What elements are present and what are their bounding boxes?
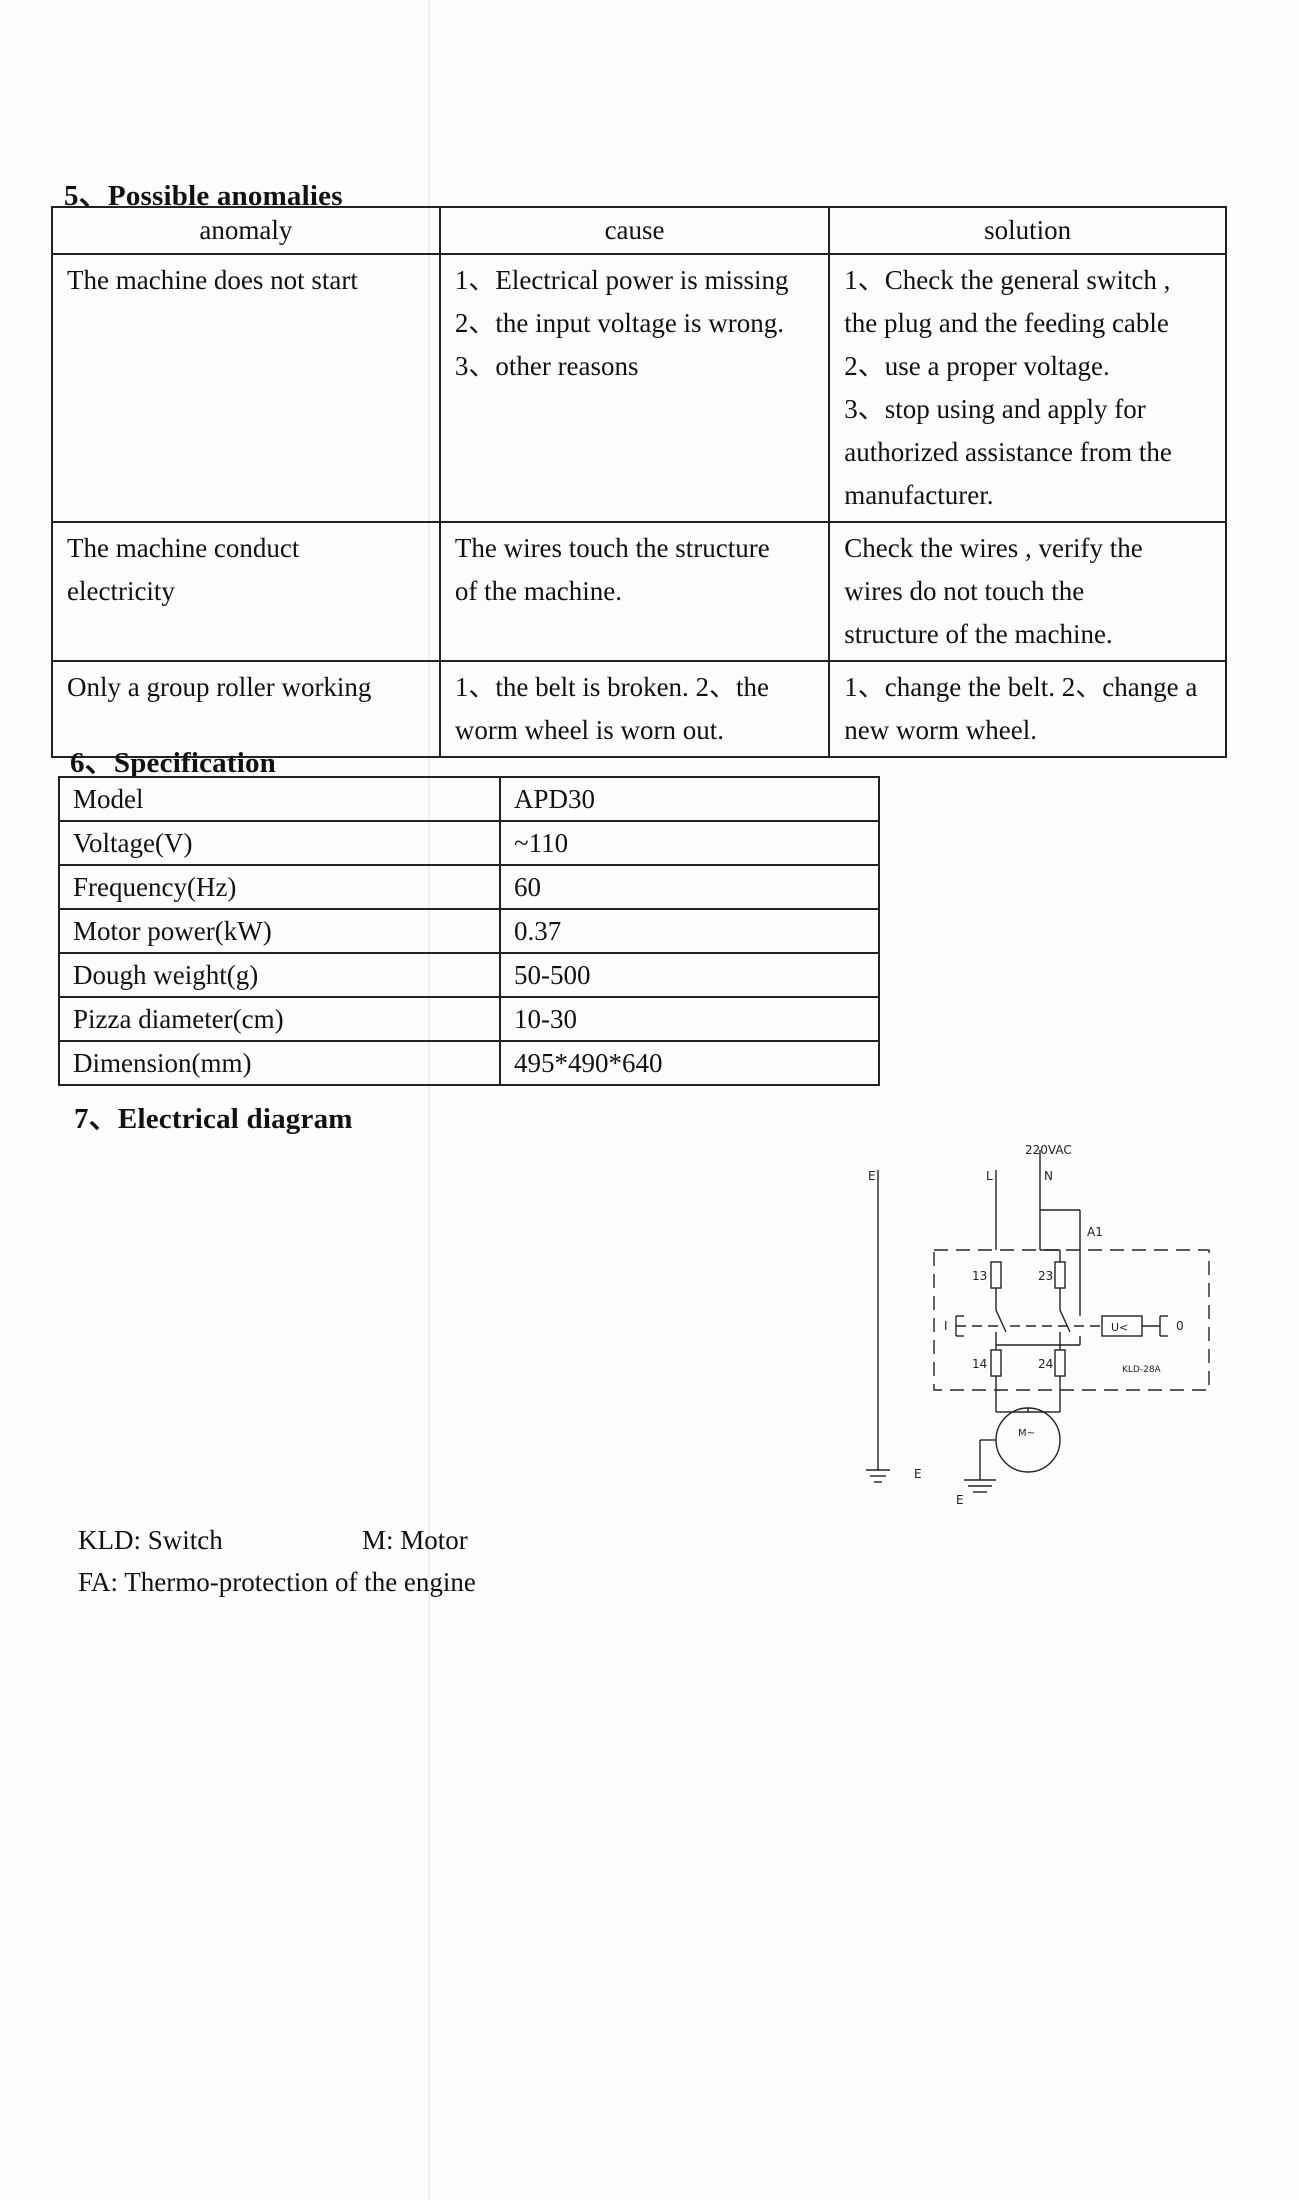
spec-row: Dimension(mm) 495*490*640 <box>58 1040 880 1086</box>
cause-line: 1、the belt is broken. 2、the <box>454 672 770 702</box>
anomaly-column-header: anomaly <box>51 206 441 255</box>
spec-row: Pizza diameter(cm) 10-30 <box>58 996 880 1042</box>
cause-cell: 1、the belt is broken. 2、the worm wheel i… <box>438 660 831 758</box>
anomaly-row: The machine does not start 1、Electrical … <box>51 253 1227 523</box>
solution-line: structure of the machine. <box>844 619 1113 649</box>
motor-earth-symbol <box>964 1479 996 1493</box>
cause-line: 1、Electrical power is missing <box>454 265 789 295</box>
cause-line: worm wheel is worn out. <box>454 715 725 745</box>
solution-line: authorized assistance from the <box>844 437 1172 467</box>
contact-13-terminal <box>990 1261 1002 1289</box>
anomaly-cell: The machine conduct electricity <box>51 521 441 662</box>
solution-cell: 1、Check the general switch , the plug an… <box>828 253 1227 523</box>
a1-label: A1 <box>1087 1225 1103 1239</box>
solution-line: Check the wires , verify the <box>844 533 1143 563</box>
contact-24-label: 24 <box>1038 1357 1053 1371</box>
solution-line: 2、use a proper voltage. <box>844 351 1110 381</box>
motor-symbol <box>995 1407 1061 1473</box>
anomaly-cell: Only a group roller working <box>51 660 441 758</box>
spec-label: Dough weight(g) <box>58 952 501 998</box>
spec-value: 10-30 <box>499 996 880 1042</box>
spec-label: Motor power(kW) <box>58 908 501 954</box>
contact-23-terminal <box>1054 1261 1066 1289</box>
cause-cell: 1、Electrical power is missing 2、the inpu… <box>438 253 831 523</box>
coil-label: U< <box>1111 1321 1128 1334</box>
spec-label: Model <box>58 776 501 822</box>
solution-line: 1、Check the general switch , <box>844 265 1171 295</box>
solution-line: wires do not touch the <box>844 576 1085 606</box>
section-7-heading: 7、Electrical diagram <box>74 1103 353 1135</box>
specification-table: Model APD30 Voltage(V) ~110 Frequency(Hz… <box>58 776 880 1086</box>
spec-row: Model APD30 <box>58 776 880 822</box>
solution-cell: Check the wires , verify the wires do no… <box>828 521 1227 662</box>
section-6-heading: 6、Specification <box>70 747 276 779</box>
spec-label: Voltage(V) <box>58 820 501 866</box>
contact-23-label: 23 <box>1038 1269 1053 1283</box>
solution-line: the plug and the feeding cable <box>844 308 1169 338</box>
switch-enclosure <box>933 1249 1210 1391</box>
spec-value: 495*490*640 <box>499 1040 880 1086</box>
anomaly-row: The machine conduct electricity The wire… <box>51 521 1227 662</box>
spec-row: Voltage(V) ~110 <box>58 820 880 866</box>
spec-label: Pizza diameter(cm) <box>58 996 501 1042</box>
position-o-label: 0 <box>1176 1319 1184 1333</box>
contact-13-label: 13 <box>972 1269 987 1283</box>
legend-fa: FA: Thermo-protection of the engine <box>78 1567 476 1597</box>
earth-label: E <box>868 1169 876 1183</box>
solution-column-header: solution <box>828 206 1227 255</box>
cause-line: of the machine. <box>454 576 623 606</box>
anomalies-header-row: anomaly cause solution <box>51 206 1227 255</box>
solution-line: 1、change the belt. 2、change a <box>844 672 1198 702</box>
solution-cell: 1、change the belt. 2、change a new worm w… <box>828 660 1227 758</box>
earth-symbol <box>866 1469 890 1483</box>
cause-cell: The wires touch the structure of the mac… <box>438 521 831 662</box>
line-label: L <box>986 1169 993 1183</box>
solution-line: manufacturer. <box>844 480 994 510</box>
anomaly-text: The machine conduct <box>67 533 300 563</box>
spec-row: Frequency(Hz) 60 <box>58 864 880 910</box>
earth-label: E <box>956 1493 964 1507</box>
cause-line: 3、other reasons <box>454 351 639 381</box>
switch-blade <box>995 1309 1007 1333</box>
anomalies-table: anomaly cause solution The machine does … <box>51 206 1227 758</box>
spec-label: Dimension(mm) <box>58 1040 501 1086</box>
anomaly-text: The machine does not start <box>67 265 358 295</box>
supply-label: 220VAC <box>1025 1143 1072 1157</box>
electrical-diagram: 220VAC L N E E E A1 13 23 14 24 I 0 U< K… <box>866 1143 1210 1507</box>
legend-kld: KLD: Switch <box>78 1525 223 1555</box>
legend-motor: M: Motor <box>362 1525 468 1555</box>
earth-label: E <box>914 1467 922 1481</box>
neutral-label: N <box>1044 1169 1053 1183</box>
spec-value: 60 <box>499 864 880 910</box>
switch-model-label: KLD-28A <box>1122 1365 1162 1375</box>
anomaly-cell: The machine does not start <box>51 253 441 523</box>
spec-value: ~110 <box>499 820 880 866</box>
anomaly-text: Only a group roller working <box>67 672 372 702</box>
spec-value: APD30 <box>499 776 880 822</box>
spec-label: Frequency(Hz) <box>58 864 501 910</box>
switch-blade <box>1059 1309 1071 1333</box>
contact-24-terminal <box>1054 1349 1066 1377</box>
cause-line: The wires touch the structure <box>454 533 770 563</box>
anomaly-text: electricity <box>67 576 175 606</box>
spec-row: Dough weight(g) 50-500 <box>58 952 880 998</box>
spec-row: Motor power(kW) 0.37 <box>58 908 880 954</box>
solution-line: new worm wheel. <box>844 715 1037 745</box>
contact-14-label: 14 <box>972 1357 987 1371</box>
cause-column-header: cause <box>438 206 831 255</box>
position-i-label: I <box>944 1319 948 1333</box>
spec-value: 50-500 <box>499 952 880 998</box>
cause-line: 2、the input voltage is wrong. <box>454 308 785 338</box>
anomaly-row: Only a group roller working 1、the belt i… <box>51 660 1227 758</box>
scan-fold-line <box>428 0 430 2200</box>
solution-line: 3、stop using and apply for <box>844 394 1146 424</box>
contact-14-terminal <box>990 1349 1002 1377</box>
motor-label: M~ <box>1018 1428 1035 1439</box>
spec-value: 0.37 <box>499 908 880 954</box>
